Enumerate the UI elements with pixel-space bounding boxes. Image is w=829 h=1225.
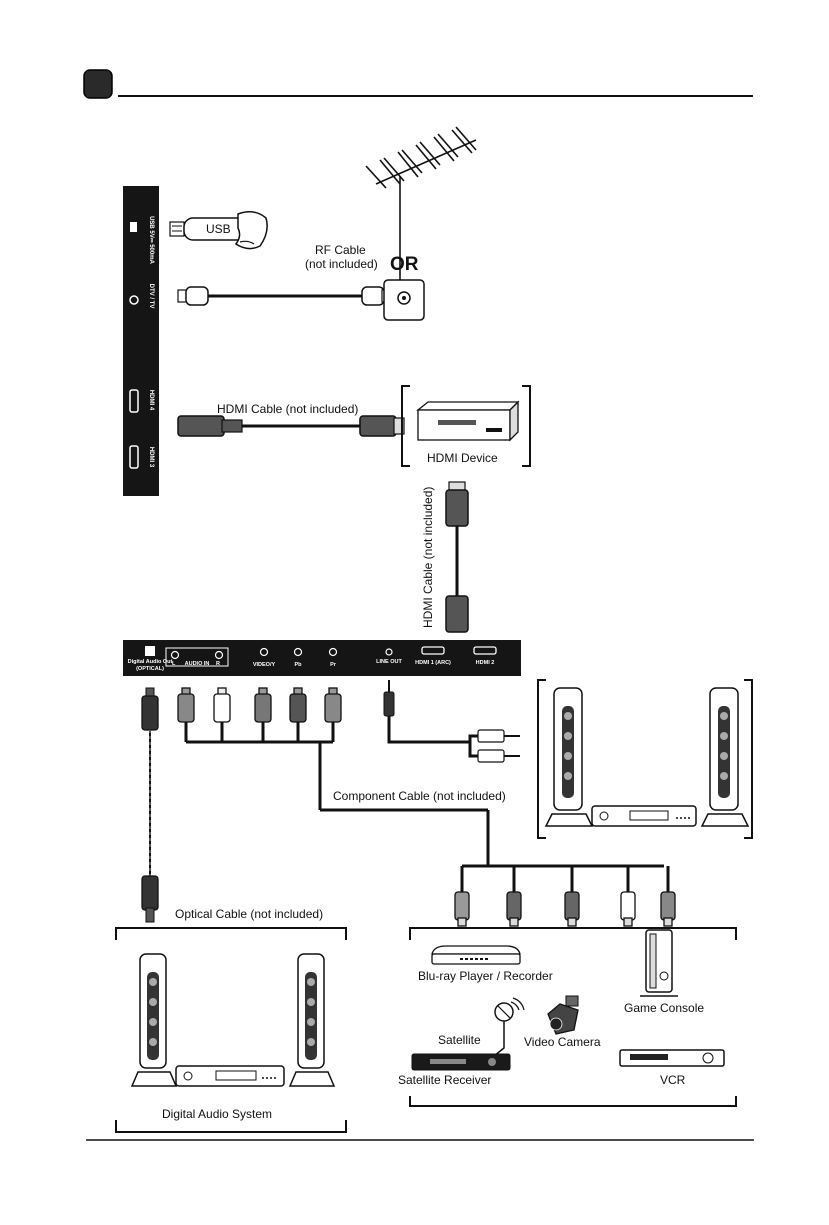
audio-in-box [165, 647, 229, 667]
pr-port [328, 647, 338, 657]
video-camera-label: Video Camera [524, 1035, 601, 1049]
dtv-port-label: DTV / TV [148, 284, 154, 309]
hdmi-device-bracket [401, 385, 531, 467]
audio-r-label: R [216, 661, 220, 667]
pr-label: Pr [330, 662, 337, 668]
hdmi4-port-label: HDMI 4 [148, 390, 154, 411]
video-camera-icon [547, 995, 579, 1035]
game-console-icon [640, 929, 678, 997]
bluray-player-icon [431, 945, 521, 965]
audio-in-label: AUDIO IN [185, 661, 210, 667]
amplifier-icon [591, 805, 697, 827]
hdmi2-label: HDMI 2 [476, 660, 495, 666]
satellite-label: Satellite [438, 1033, 481, 1047]
line-out-label: LINE OUT [376, 659, 402, 665]
antenna-icon [365, 126, 477, 288]
audio-l-label: L [172, 661, 176, 667]
hdmi3-port-label: HDMI 3 [148, 447, 154, 468]
dtv-port [129, 295, 139, 305]
component-cable-label: Component Cable (not included) [333, 789, 506, 803]
hdmi3-port [129, 445, 139, 469]
hdmi-cable-1 [177, 415, 405, 437]
digital-amplifier-icon [175, 1065, 285, 1087]
satellite-receiver-icon [411, 1053, 511, 1071]
optical-cable [141, 687, 159, 923]
digital-audio-bracket [115, 927, 347, 1133]
wall-outlet-icon [383, 279, 425, 321]
speaker-left-icon [544, 687, 594, 827]
tv-side-panel: USB 5V⎓ 500mA DTV / TV HDMI 4 HDMI 3 [123, 186, 159, 496]
pb-port [293, 647, 303, 657]
usb-port [130, 222, 137, 232]
hdmi1-label: HDMI 1 (ARC) [415, 660, 451, 666]
pb-label: Pb [294, 662, 302, 668]
section-header [83, 69, 753, 99]
rf-cable-label: RF Cable [315, 243, 366, 257]
section-number-badge [83, 69, 113, 99]
hdmi1-port [421, 646, 445, 655]
hdmi-device-label: HDMI Device [427, 451, 498, 465]
or-label: OR [390, 254, 419, 275]
digital-audio-out-label: Digital Audio Out [128, 659, 173, 665]
component-cable-tv-end [177, 687, 490, 866]
vcr-icon [619, 1049, 725, 1067]
video-y-port [259, 647, 269, 657]
bluray-label: Blu-ray Player / Recorder [418, 969, 553, 983]
speaker-right-icon [700, 687, 750, 827]
satellite-receiver-label: Satellite Receiver [398, 1073, 491, 1087]
usb-stick-label: USB [206, 222, 231, 236]
hdmi-cable-2 [445, 481, 469, 633]
hdmi-device-icon [416, 400, 520, 442]
audio-r-port [214, 650, 224, 660]
usb-stick: USB [169, 211, 268, 250]
optical-port [145, 646, 155, 656]
audio-l-port [170, 650, 180, 660]
line-out-port [385, 648, 393, 656]
digital-speaker-right-icon [288, 953, 336, 1087]
satellite-dish-icon [493, 997, 525, 1057]
hdmi4-port [129, 389, 139, 413]
source-devices-bracket [409, 927, 737, 1107]
audio-system-bracket [537, 679, 753, 839]
digital-speaker-left-icon [130, 953, 178, 1087]
line-out-cable [383, 680, 520, 763]
optical-cable-label: Optical Cable (not included) [175, 907, 323, 921]
video-y-label: VIDEO/Y [253, 662, 276, 668]
vcr-label: VCR [660, 1073, 686, 1087]
hdmi2-port [473, 646, 497, 655]
tv-bottom-panel: Digital Audio Out (OPTICAL) L AUDIO IN R… [123, 640, 521, 676]
hdmi-cable-1-label: HDMI Cable (not included) [217, 402, 358, 416]
hdmi-cable-2-label: HDMI Cable (not included) [421, 487, 435, 628]
optical-label: (OPTICAL) [136, 666, 164, 672]
rf-cable [177, 286, 389, 306]
digital-audio-system-label: Digital Audio System [162, 1107, 272, 1121]
usb-port-label: USB 5V⎓ 500mA [148, 216, 154, 264]
rf-not-included-label: (not included) [305, 257, 378, 271]
game-console-label: Game Console [624, 1001, 704, 1015]
hand-icon [234, 211, 268, 250]
component-cable-source-end [454, 864, 676, 927]
